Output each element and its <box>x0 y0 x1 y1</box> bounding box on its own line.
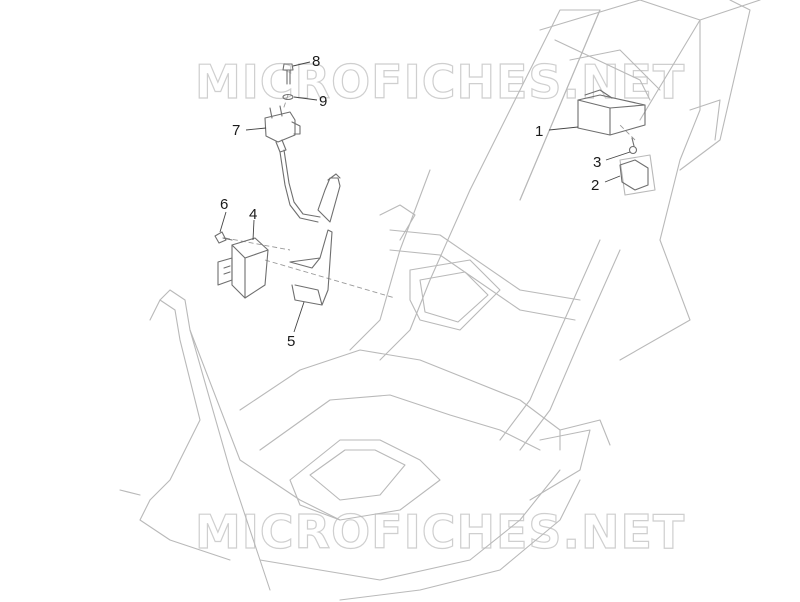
callouts: 1 2 3 4 5 6 7 8 9 <box>220 53 601 350</box>
callout-4: 4 <box>249 206 257 223</box>
callout-8: 8 <box>312 53 320 70</box>
leader-lines <box>219 61 631 333</box>
part-4-regulator <box>217 237 269 299</box>
callout-3: 3 <box>593 154 601 171</box>
connection-dashed-line <box>224 237 291 251</box>
part-9-washer <box>282 93 294 101</box>
part-6-bolt <box>214 231 233 244</box>
callout-2: 2 <box>591 177 599 194</box>
scooter-frame <box>119 0 761 601</box>
part-3-screw <box>628 137 638 155</box>
part-2-bracket <box>619 159 649 191</box>
callout-6: 6 <box>220 196 228 213</box>
part-7-ignition-coil <box>264 105 341 223</box>
part-1-control-module <box>577 89 646 136</box>
part-8-screw <box>282 63 294 85</box>
connection-dashed-line <box>264 259 396 299</box>
watermark-bottom: MICROFICHES.NET <box>195 505 685 559</box>
watermark-top: MICROFICHES.NET <box>195 55 685 109</box>
callout-7: 7 <box>232 122 240 139</box>
connection-dashed-line <box>619 124 636 141</box>
callout-1: 1 <box>535 123 543 140</box>
connection-dashed-line <box>282 94 289 111</box>
callout-5: 5 <box>287 333 295 350</box>
callout-9: 9 <box>319 93 327 110</box>
part-5-bracket <box>289 229 333 306</box>
